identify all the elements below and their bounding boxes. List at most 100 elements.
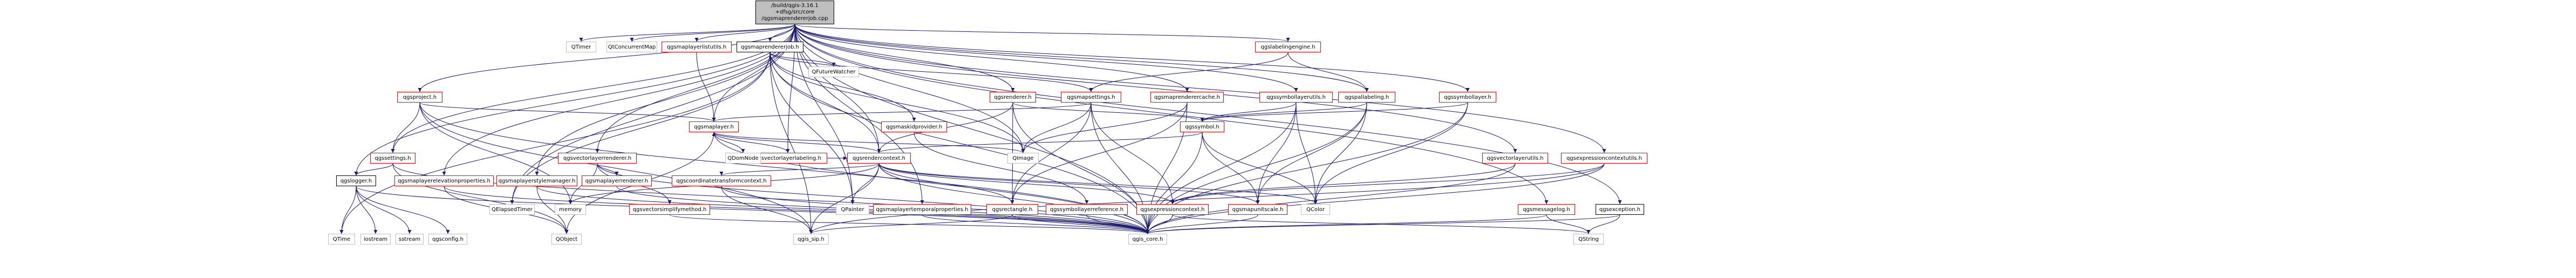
- edge-qgssymbollayer_h-to-qgssymbol_h: [1200, 102, 1468, 122]
- edge-qgsmaprendererjob_h-to-qfuturewatcher: [769, 52, 836, 67]
- edge-qgssymbollayerreference_h-to-qgis_core_h: [1086, 214, 1150, 234]
- edge-root-to-qgsmaprenderercache_h: [794, 24, 1189, 92]
- edge-qgsrendercontext_h-to-qgscoordinatetransformcontext_h: [719, 163, 880, 176]
- edge-qgsrenderer_h-to-qgssymbol_h: [1012, 102, 1204, 122]
- node-qgsmaplayer-h[interactable]: qgsmaplayer.h: [689, 121, 739, 132]
- node-qgsproject-h[interactable]: qgsproject.h: [397, 92, 442, 103]
- edge-qgssymbollayerutils_h-to-qgsmapunitscale_h: [1256, 102, 1297, 205]
- edge-root-to-qgsmaplayer_h: [712, 24, 795, 122]
- edge-qgspallabeling_h-to-qgsmapunitscale_h: [1256, 102, 1367, 205]
- edge-qgscoordinatetransformcontext_h-to-qgis_sip_h: [721, 186, 813, 234]
- edge-root-to-qgslogger_h: [354, 24, 795, 176]
- edge-qgslabelingengine_h-to-qgsmapsettings_h: [1089, 52, 1289, 92]
- node-qpainter: QPainter: [836, 204, 869, 215]
- node-qgssymbol-h[interactable]: qgssymbol.h: [1180, 121, 1224, 132]
- edge-qgsmaprendererjob_h-to-qgis_core_h: [769, 52, 1150, 234]
- edge-qgsmaplayerstylemanager_h-to-qobject: [536, 186, 569, 234]
- node-qgsexception-h[interactable]: qgsexception.h: [1596, 204, 1644, 215]
- node-qimage: QImage: [1007, 153, 1039, 164]
- node-qgssettings-h[interactable]: qgssettings.h: [370, 153, 415, 164]
- edge-qgsproject_h-to-qgsmaplayer_h: [419, 102, 716, 122]
- edge-qgsexpressioncontextutils_h-to-qgis_core_h: [1146, 163, 1605, 234]
- edge-qgssymbol_h-to-qcolor: [1202, 132, 1318, 205]
- edge-root-to-qgis_core_h: [794, 24, 1150, 234]
- node-qgsmapsettings-h[interactable]: qgsmapsettings.h: [1061, 92, 1121, 103]
- edge-qgsrendercontext_h-to-qcolor: [878, 163, 1318, 205]
- node-qgsrendercontext-h[interactable]: qgsrendercontext.h: [847, 153, 911, 164]
- edge-qgsmaplayer_h-to-qimage: [713, 132, 1025, 153]
- edge-root-to-qgsmaplayerelevationproperties_h: [442, 24, 795, 176]
- node-qgssymbollayer-h[interactable]: qgssymbollayer.h: [1439, 92, 1496, 103]
- edge-qgspallabeling_h-to-qgssymbol_h: [1200, 102, 1367, 122]
- edge-qgsmapsettings_h-to-qgsmaplayer_h: [712, 102, 1092, 122]
- edge-qgsrendercontext_h-to-qgsexpressioncontext_h: [878, 163, 1175, 205]
- edge-qgsexpressioncontextutils_h-to-qgsexpressioncontext_h: [1170, 163, 1605, 205]
- edge-root-to-qgsvectorlayerutils_h: [794, 24, 1517, 153]
- node-qdomnode: QDomNode: [725, 153, 761, 164]
- node-qgsvectorlayerutils-h[interactable]: qgsvectorlayerutils.h: [1482, 153, 1548, 164]
- edge-root-to-qgsexception_h: [794, 24, 1622, 205]
- node-qgsexpressioncontext-h[interactable]: qgsexpressioncontext.h: [1136, 204, 1209, 215]
- node-qgsmaplayerstylemanager-h[interactable]: qgsmaplayerstylemanager.h: [496, 175, 577, 186]
- node-qgsmaprenderercache-h[interactable]: qgsmaprenderercache.h: [1150, 92, 1224, 103]
- node-qgssymbollayerutils-h[interactable]: qgssymbollayerutils.h: [1259, 92, 1333, 103]
- node-qgsrectangle-h[interactable]: qgsrectangle.h: [986, 204, 1038, 215]
- edge-qgssymbol_h-to-qgis_core_h: [1146, 132, 1203, 234]
- edge-qgsmaplayerlistutils_h-to-qgsmaplayer_h: [696, 52, 716, 122]
- edge-qgsproject_h-to-qgssettings_h: [391, 102, 420, 153]
- edge-qgsmapunitscale_h-to-qgis_core_h: [1146, 214, 1258, 234]
- edge-qgsrendercontext_h-to-qgsmapunitscale_h: [878, 163, 1260, 205]
- node-qgsvectorlayerrenderer-h[interactable]: qgsvectorlayerrenderer.h: [558, 153, 637, 164]
- node-qgsmaplayerrenderer-h[interactable]: qgsmaplayerrenderer.h: [582, 175, 652, 186]
- edge-qgsmaprenderercache_h-to-qimage: [1021, 102, 1188, 153]
- node-qgslogger-h[interactable]: qgslogger.h: [336, 175, 376, 186]
- node-qgsmaplayerelevationproperties-h[interactable]: qgsmaplayerelevationproperties.h: [394, 175, 494, 186]
- edge-qgsmaskidprovider_h-to-qgssymbollayerreference_h: [914, 132, 1089, 205]
- node-qobject: QObject: [551, 234, 582, 245]
- edge-qgsmaprendererjob_h-to-qgsmapsettings_h: [769, 52, 1093, 92]
- node-qgsconfig-h: qgsconfig.h: [428, 234, 467, 245]
- edge-qgslogger_h-to-qgsconfig_h: [356, 186, 450, 234]
- node-qgssymbollayerreference-h[interactable]: qgssymbollayerreference.h: [1046, 204, 1128, 215]
- edge-qgsmaplayertemporalproperties_h-to-qgis_core_h: [922, 214, 1150, 234]
- edge-qgsmaplayer_h-to-qgsrendercontext_h: [713, 132, 881, 153]
- node-qgsmaprendererjob-h[interactable]: qgsmaprendererjob.h: [737, 42, 803, 52]
- node-qgsmessagelog-h[interactable]: qgsmessagelog.h: [1518, 204, 1575, 215]
- edge-root-to-qimage: [794, 24, 1025, 153]
- edge-root-to-qgslabelingengine_h: [794, 24, 1290, 42]
- edge-qgsmaprendererjob_h-to-qpainter: [769, 52, 855, 205]
- edge-qgsexpressioncontextutils_h-to-qgis_sip_h: [809, 163, 1605, 234]
- node-qgsrenderer-h[interactable]: qgsrenderer.h: [990, 92, 1036, 103]
- node-qgscoordinatetransformcontext-h[interactable]: qgscoordinatetransformcontext.h: [672, 175, 771, 186]
- edge-qgsmaprendererjob_h-to-qgis_sip_h: [769, 52, 813, 234]
- edge-qgsrectangle_h-to-qgis_sip_h: [809, 214, 1013, 234]
- node-qgslabelingengine-h[interactable]: qgslabelingengine.h: [1255, 42, 1321, 52]
- node-qgsmaskidprovider-h[interactable]: qgsmaskidprovider.h: [881, 121, 947, 132]
- edge-qgsmaprendererjob_h-to-qtime: [339, 52, 771, 234]
- edge-qgsrectangle_h-to-qgis_core_h: [1012, 214, 1150, 234]
- node-qgsmaplayerlistutils-h[interactable]: qgsmaplayerlistutils.h: [662, 42, 732, 52]
- node-qgsvectorlayerlabeling-h[interactable]: qgsvectorlayerlabeling.h: [748, 153, 827, 164]
- node-qtconcurrentmap: QtConcurrentMap: [606, 42, 657, 52]
- node-qstring: QString: [1573, 234, 1604, 245]
- edge-qgssymbollayer_h-to-qcolor: [1313, 102, 1468, 205]
- edge-qgsmaprenderercache_h-to-qgsrectangle_h: [1010, 102, 1188, 205]
- root-line-1: /build/qgis-3.16.1: [771, 3, 819, 9]
- edge-qgsmessagelog_h-to-qgis_core_h: [1146, 214, 1547, 234]
- node-qgsvectorsimplifymethod-h[interactable]: qgsvectorsimplifymethod.h: [629, 204, 710, 215]
- node-qtime: QTime: [328, 234, 355, 245]
- edge-qgslogger_h-to-qtime: [339, 186, 357, 234]
- node-qgsmapunitscale-h[interactable]: qgsmapunitscale.h: [1228, 204, 1287, 215]
- edge-root-to-qgsproject_h: [418, 24, 795, 92]
- node-qgspallabeling-h[interactable]: qgspallabeling.h: [1338, 92, 1395, 103]
- node-qgsmaplayertemporalproperties-h[interactable]: qgsmaplayertemporalproperties.h: [873, 204, 971, 215]
- root-file-node[interactable]: /build/qgis-3.16.1 +dfsg/src/core /qgsma…: [755, 1, 834, 24]
- edge-qgsmaprendererjob_h-to-qgsmaskidprovider_h: [769, 52, 916, 122]
- edge-root-to-qgsmaplayerlistutils_h: [694, 24, 795, 42]
- edge-qgslogger_h-to-qgis_core_h: [356, 186, 1150, 234]
- edge-qgssymbol_h-to-qgsmapunitscale_h: [1202, 132, 1260, 205]
- node-qelapsedtimer: QElapsedTimer: [489, 204, 535, 215]
- node-qgsexpressioncontextutils-h[interactable]: qgsexpressioncontextutils.h: [1561, 153, 1647, 164]
